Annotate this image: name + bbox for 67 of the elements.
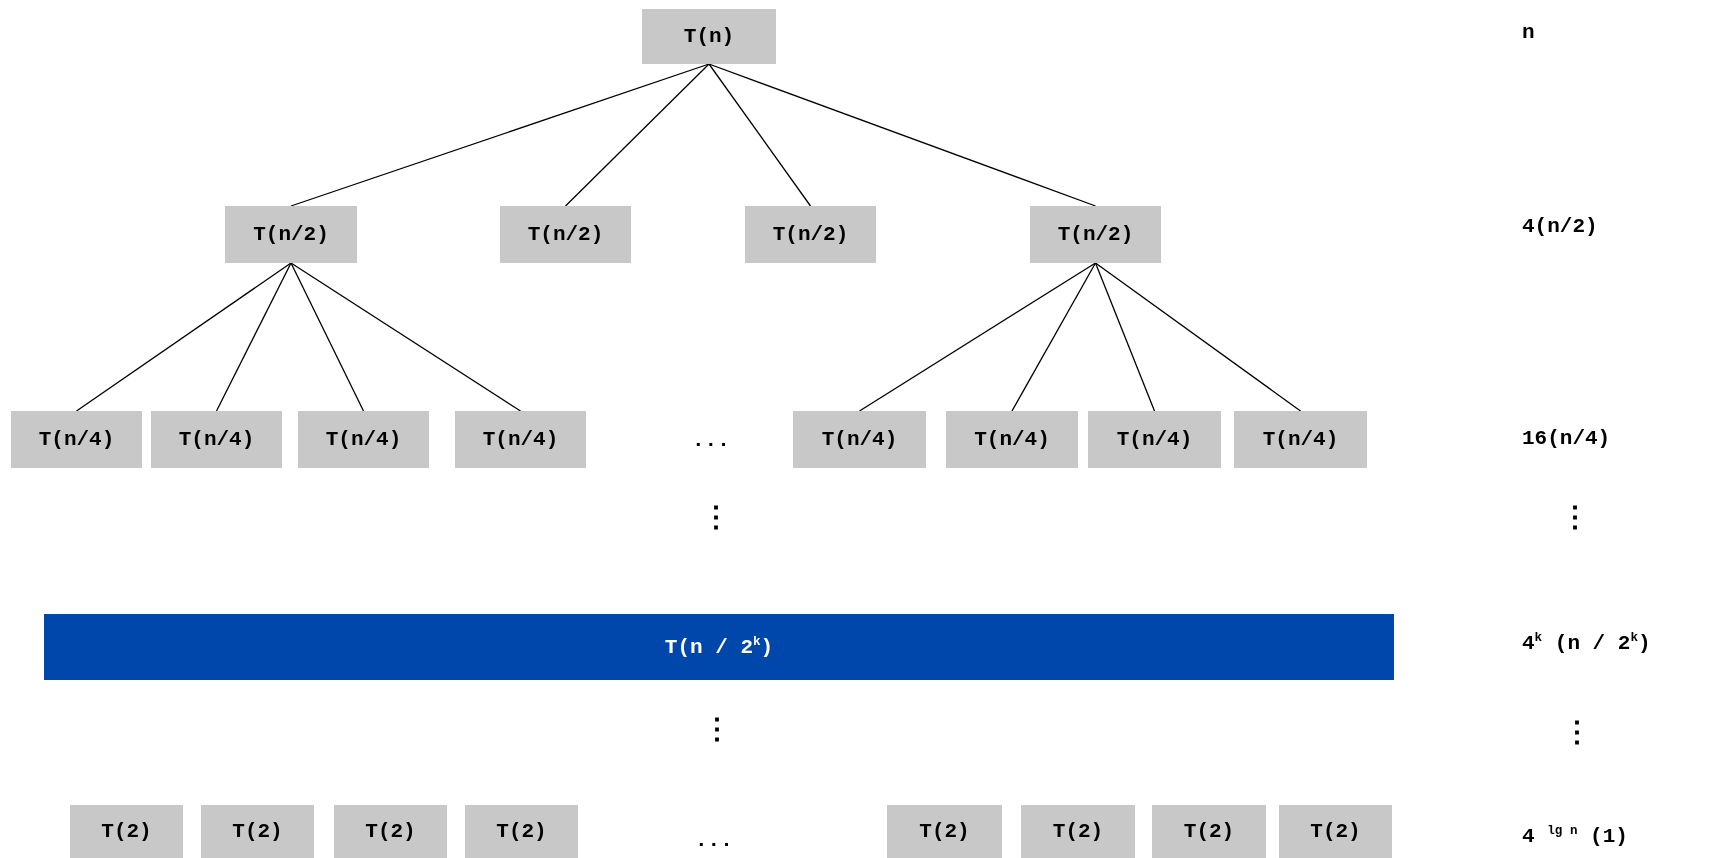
node-label: T(n/4) [38,428,115,451]
tree-edge [1094,262,1302,412]
node-label: T(n/2) [527,223,604,246]
tree-edge [290,262,365,412]
tree-edge [290,262,522,412]
tree-node [1030,206,1161,263]
node-label: T(2) [101,820,152,843]
tree-node [500,206,631,263]
tree-node [1234,411,1367,468]
node-label: T(n/2) [253,223,329,246]
node-label: T(2) [1052,820,1104,843]
level-cost-label: 4 $^{lg n}$ (1) [1522,825,1628,847]
node-label: T(n) [683,25,735,48]
level-cost-label: ... [695,830,733,851]
tree-node [1021,805,1135,858]
tree-node [151,411,282,468]
highlight-band [44,614,1394,680]
tree-edge [75,262,292,412]
tree-node [887,805,1002,858]
level-cost-label: n [1522,22,1535,43]
node-label: T(n/4) [1262,428,1339,451]
node-label: T(2) [232,820,283,843]
node-label: T(2) [1310,820,1361,843]
vertical-ellipsis: ⋮ [1563,720,1591,748]
tree-node [793,411,926,468]
tree-node [201,805,314,858]
tree-node [298,411,429,468]
level-cost-label: 4$^{k}$ (n / 2$^{k}$) [1522,632,1651,654]
node-label: T(n/2) [1057,223,1134,246]
tree-node [334,805,447,858]
level-cost-label: ... [692,430,730,451]
node-label: T(n/4) [325,428,402,451]
tree-node [465,805,578,858]
tree-edge [858,262,1097,412]
node-label: T(n/4) [974,428,1050,451]
node-label: T(n/4) [1116,428,1193,451]
tree-edge [215,262,292,412]
tree-node [1279,805,1392,858]
node-label: T(n/2) [772,223,849,246]
vertical-ellipsis: ⋮ [702,505,730,533]
vertical-ellipsis: ⋮ [1561,505,1589,533]
vertical-ellipsis: ⋮ [703,717,731,745]
node-label: T(2) [365,820,416,843]
tree-node [745,206,876,263]
node-label: T(2) [496,820,547,843]
tree-edge [708,63,812,207]
tree-node [1088,411,1221,468]
level-cost-label: 4(n/2) [1522,216,1598,237]
node-label: T(n/4) [482,428,559,451]
tree-node [11,411,142,468]
tree-edge [1011,262,1097,412]
tree-edge [564,63,710,207]
tree-node [70,805,183,858]
tree-node [946,411,1078,468]
node-label: T(n/4) [178,428,255,451]
node-label: T(n/4) [821,428,898,451]
tree-edge [708,63,1097,207]
tree-edge [290,63,710,207]
tree-node [642,9,776,64]
tree-node [1152,805,1266,858]
node-label: T(2) [1183,820,1235,843]
tree-node [455,411,586,468]
level-cost-label: 16(n/4) [1522,428,1611,449]
node-label: T(n / 2$^{k}$) [664,635,774,659]
node-label: T(2) [919,820,970,843]
tree-edge [1094,262,1156,412]
tree-node [225,206,357,263]
